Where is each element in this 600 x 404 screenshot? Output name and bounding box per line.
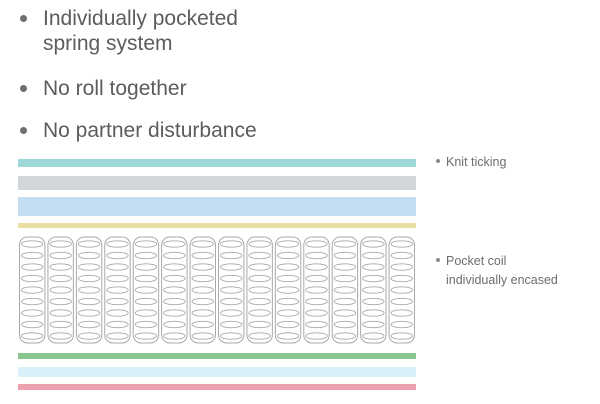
pocket-coil <box>189 236 216 344</box>
bullet-dot-icon <box>436 158 440 163</box>
pocket-coil <box>161 236 188 344</box>
pocket-coil <box>132 236 160 344</box>
label-text: Pocket coil <box>446 254 507 268</box>
base-layer-light-blue <box>18 367 416 377</box>
comfort-layer-blue <box>18 197 416 216</box>
feature-line: No partner disturbance <box>43 119 257 142</box>
feature-text: Individually pocketed spring system <box>43 6 238 56</box>
knit-ticking-label: Knit ticking <box>436 153 506 172</box>
pocket-coil <box>19 236 46 344</box>
bullet-dot-icon <box>436 257 440 262</box>
feature-line: Individually pocketed <box>43 7 238 30</box>
comfort-layer-yellow <box>18 223 416 228</box>
pocket-coil <box>388 236 416 344</box>
feature-line: No roll together <box>43 77 187 100</box>
pocket-coil <box>246 236 273 344</box>
pocket-coil <box>104 236 131 344</box>
comfort-layer-gray <box>18 176 416 190</box>
base-layer-pink <box>18 384 416 390</box>
pocket-coil <box>331 236 359 344</box>
feature-item: No partner disturbance <box>20 118 257 143</box>
feature-item: Individually pocketed spring system <box>20 6 238 56</box>
feature-item: No roll together <box>20 76 187 101</box>
bullet-dot-icon <box>20 85 27 92</box>
knit-ticking-layer <box>18 159 416 167</box>
base-layer-green <box>18 353 416 359</box>
pocket-coil <box>75 236 103 344</box>
label-text: Knit ticking <box>446 155 507 169</box>
pocket-coil <box>274 236 302 344</box>
pocket-coil <box>47 236 74 344</box>
bullet-dot-icon <box>20 127 27 134</box>
pocket-coil <box>303 236 330 344</box>
bullet-dot-icon <box>20 15 27 22</box>
label-text: individually encased <box>446 273 558 287</box>
pocket-coil <box>218 236 245 344</box>
pocket-coil-icon <box>19 236 416 344</box>
pocket-coil <box>360 236 387 344</box>
feature-line: spring system <box>43 32 173 55</box>
pocket-coil-label: Pocket coil individually encased <box>436 252 558 290</box>
